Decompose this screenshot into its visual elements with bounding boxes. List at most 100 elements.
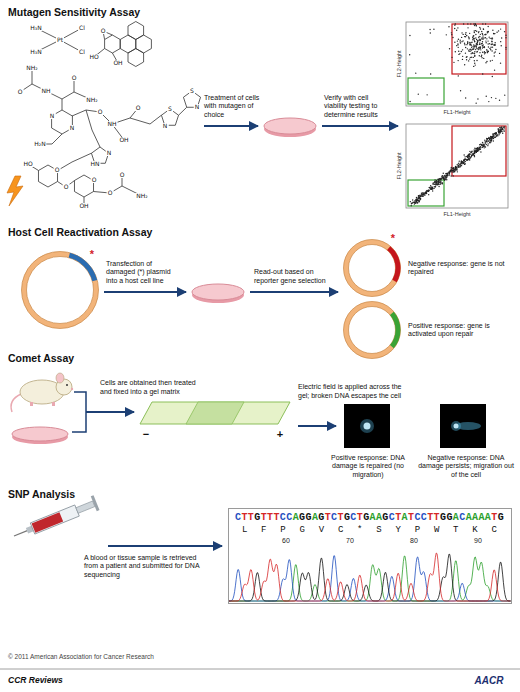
event-dot [474,38,475,39]
event-dot [429,29,430,30]
radiation-bolt [7,176,23,206]
atom-label: N [106,150,113,156]
base-letter: T [357,512,363,523]
step-text: Transfection of damaged (*) plasmid into… [106,260,182,285]
event-dot [501,45,502,46]
event-dot [414,202,415,203]
event-dot [452,37,453,38]
base-letter: T [241,512,247,523]
event-dot [484,146,485,147]
event-dot [422,196,423,197]
event-dot [500,127,501,128]
event-dot [495,51,496,52]
event-dot [486,141,487,142]
event-dot [418,93,419,94]
event-dot [478,47,479,48]
event-dot [498,128,499,129]
event-dot [487,26,488,27]
event-dot [474,51,475,52]
event-dot [487,145,488,146]
event-dot [455,166,456,167]
electrode-sign: + [277,429,283,440]
event-dot [474,151,475,152]
event-dot [411,205,412,206]
event-dot [464,43,465,44]
atom-label: NH [41,88,52,94]
event-dot [468,36,469,37]
event-dot [459,160,460,161]
event-dot [457,27,458,28]
event-dot [463,161,464,162]
event-dot [476,43,477,44]
event-dot [493,33,494,34]
event-dot [492,76,493,77]
event-dot [474,23,475,24]
event-dot [449,48,450,49]
event-dot [465,34,466,35]
event-dot [476,25,477,26]
event-dot [480,46,481,47]
event-dot [476,150,477,151]
event-dot [459,40,460,41]
event-dot [486,61,487,62]
event-dot [456,164,457,165]
event-dot [482,47,483,48]
event-dot [489,139,490,140]
event-dot [472,153,473,154]
event-dot [420,196,421,197]
base-letter: T [408,512,414,523]
culture-dish [264,118,316,137]
event-dot [410,201,411,202]
base-letter: G [318,512,324,523]
event-dot [462,161,463,162]
atom-label: NH₂ [85,97,98,103]
event-dot [475,37,476,38]
result-caption: Negative response: gene is not repaired [408,260,512,277]
event-dot [428,190,429,191]
event-dot [474,25,475,26]
atom-label: O [71,75,78,81]
event-dot [476,48,477,49]
position-number: 70 [346,537,354,544]
event-dot [464,159,465,160]
event-dot [416,197,417,198]
event-dot [437,179,438,180]
event-dot [469,154,470,155]
event-dot [482,142,483,143]
event-dot [418,195,419,196]
event-dot [443,177,444,178]
event-dot [502,128,503,129]
event-dot [478,150,479,151]
event-dot [453,175,454,176]
event-dot [469,151,470,152]
event-dot [425,192,426,193]
event-dot [434,179,435,180]
event-dot [503,126,504,127]
event-dot [423,193,424,194]
event-dot [416,201,417,202]
event-dot [479,148,480,149]
event-dot [417,200,418,201]
event-dot [467,157,468,158]
atom-label: HO [22,161,33,167]
event-dot [446,173,447,174]
event-dot [446,34,447,35]
event-dot [419,197,420,198]
event-dot [503,129,504,130]
base-letter: C [235,512,241,523]
event-dot [492,137,493,138]
event-dot [453,167,454,168]
event-dot [481,33,482,34]
event-dot [499,131,500,132]
event-dot [415,199,416,200]
event-dot [416,200,417,201]
plasmid [344,240,401,297]
event-dot [456,167,457,168]
event-dot [479,40,480,41]
event-dot [474,56,475,57]
event-dot [468,158,469,159]
event-dot [488,31,489,32]
event-dot [484,53,485,54]
event-dot [425,191,426,192]
event-dot [494,133,495,134]
